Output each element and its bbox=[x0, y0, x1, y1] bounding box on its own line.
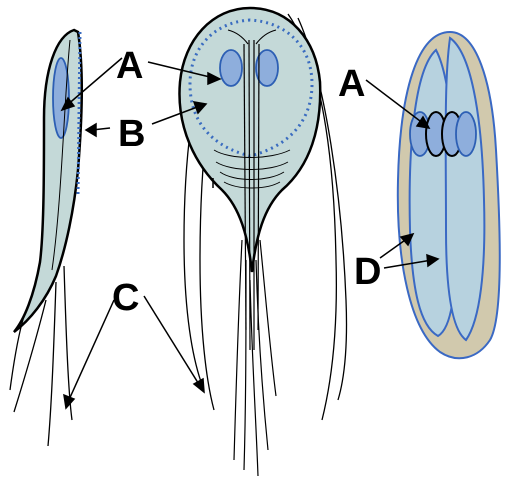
cyst-nucleus-4 bbox=[456, 112, 476, 156]
side-view-flagellum-3 bbox=[48, 282, 56, 446]
side-view-body bbox=[14, 30, 82, 332]
cyst bbox=[398, 32, 500, 358]
arrowhead-c-side bbox=[64, 395, 74, 408]
label-c: C bbox=[112, 277, 139, 319]
label-a-right: A bbox=[338, 63, 365, 105]
ventral-nucleus-left bbox=[220, 50, 242, 86]
ventral-view-trophozoite bbox=[179, 8, 346, 476]
tail-flagellum-5 bbox=[260, 240, 276, 396]
arrowhead-b-side bbox=[86, 124, 96, 136]
arrowhead-c-ventral bbox=[194, 379, 204, 392]
arrow-c-to-side-flagellum bbox=[68, 300, 114, 402]
side-view-trophozoite bbox=[10, 30, 82, 446]
label-a-left: A bbox=[116, 45, 143, 87]
tail-flagellum-2 bbox=[244, 260, 246, 470]
label-d: D bbox=[354, 251, 381, 293]
tail-flagellum-1 bbox=[234, 240, 242, 460]
label-b: B bbox=[118, 113, 145, 155]
side-view-nucleus bbox=[53, 58, 69, 138]
